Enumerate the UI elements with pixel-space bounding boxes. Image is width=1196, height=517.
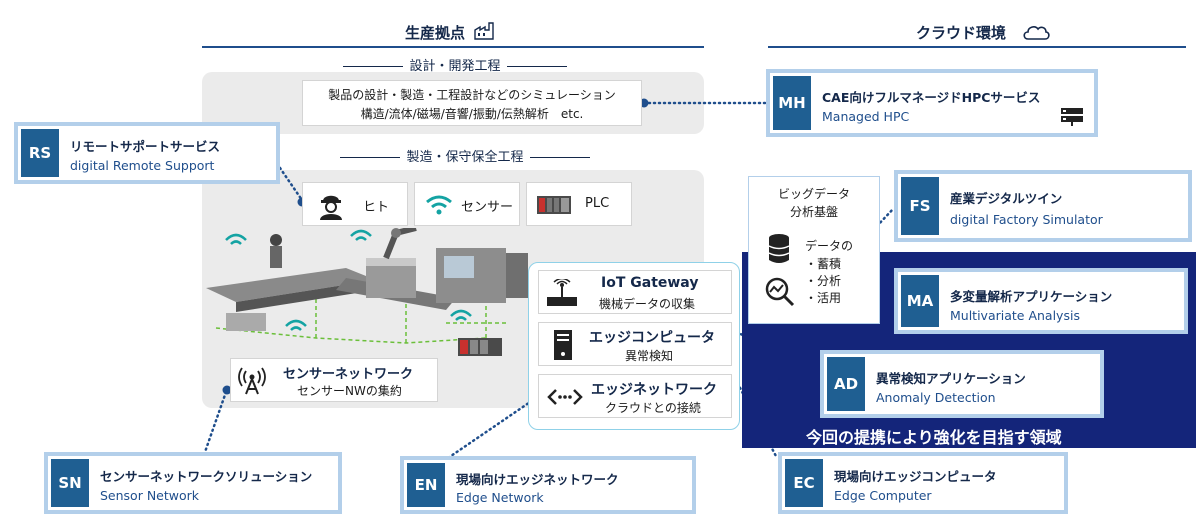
edge-network-title: エッジネットワーク (591, 382, 717, 398)
edge-computer-box: エッジコンピュータ 異常検知 (538, 322, 732, 366)
link-icon (547, 389, 583, 405)
mfg-title: 製造・保守保全工程 (300, 146, 630, 165)
iot-gateway-title: IoT Gateway (601, 275, 699, 291)
factory-illustration (206, 228, 528, 356)
plc-icon (537, 196, 571, 214)
service-sn-title: センサーネットワークソリューション (100, 469, 313, 484)
analytics-search-icon (765, 277, 795, 307)
cloud-title: クラウド環境 (916, 22, 1051, 43)
service-rs[interactable]: RS リモートサポートサービス digital Remote Support (14, 122, 280, 184)
service-fs-subtitle: digital Factory Simulator (950, 212, 1103, 227)
service-ma[interactable]: MA 多変量解析アプリケーション Multivariate Analysis (894, 268, 1188, 334)
chip-human-label: ヒト (363, 200, 390, 215)
wifi-icon (426, 195, 452, 215)
service-ma-subtitle: Multivariate Analysis (950, 308, 1080, 323)
router-icon (547, 279, 577, 306)
service-ec-title: 現場向けエッジコンピュータ (834, 469, 997, 484)
bigdata-item-2: ・分析 (805, 274, 842, 288)
antenna-icon (238, 367, 266, 395)
design-desc-2: 構造/流体/磁場/音響/振動/伝熱解析 etc. (360, 107, 584, 121)
chip-human: ヒト (302, 182, 408, 226)
service-fs-code: FS (901, 177, 939, 235)
service-mh-code: MH (773, 76, 811, 130)
service-ad-code: AD (827, 357, 865, 411)
service-en-subtitle: Edge Network (456, 490, 544, 505)
edge-computer-title: エッジコンピュータ (589, 330, 715, 346)
design-desc-box: 製品の設計・製造・工程設計などのシミュレーション 構造/流体/磁場/音響/振動/… (302, 80, 642, 126)
cloud-icon (1023, 26, 1050, 40)
service-rs-title: リモートサポートサービス (70, 139, 221, 154)
sensor-network-subtitle: センサーNWの集約 (297, 384, 402, 398)
worker-icon (320, 195, 342, 220)
service-ad[interactable]: AD 異常検知アプリケーション Anomaly Detection (820, 350, 1104, 418)
production-title: 生産拠点 (405, 22, 496, 43)
bigdata-item-0: データの (805, 239, 854, 253)
edge-network-subtitle: クラウドとの接続 (605, 401, 701, 415)
cloud-underline (768, 46, 1186, 48)
bigdata-title-2: 分析基盤 (789, 205, 838, 219)
bigdata-box: ビッグデータ 分析基盤 データの ・蓄積 ・分析 ・活用 (748, 176, 880, 324)
service-mh[interactable]: MH CAE向けフルマネージドHPCサービス Managed HPC (766, 69, 1098, 137)
service-sn-subtitle: Sensor Network (100, 488, 200, 503)
service-ec[interactable]: EC 現場向けエッジコンピュータ Edge Computer (778, 452, 1068, 514)
service-en-code: EN (407, 463, 445, 507)
design-title: 設計・開発工程 (300, 55, 610, 74)
service-fs[interactable]: FS 産業デジタルツイン digital Factory Simulator (894, 170, 1192, 242)
server-rack-icon (1061, 108, 1083, 126)
service-ad-subtitle: Anomaly Detection (876, 390, 996, 405)
service-ec-subtitle: Edge Computer (834, 488, 932, 503)
edge-network-box: エッジネットワーク クラウドとの接続 (538, 374, 732, 418)
service-ma-code: MA (901, 275, 939, 327)
sensor-network-box: センサーネットワーク センサーNWの集約 (230, 358, 438, 402)
iot-gateway-box: IoT Gateway 機械データの収集 (538, 270, 732, 314)
service-en[interactable]: EN 現場向けエッジネットワーク Edge Network (400, 456, 696, 514)
service-ma-title: 多変量解析アプリケーション (950, 289, 1113, 304)
chip-sensor-label: センサー (461, 200, 514, 215)
service-sn-code: SN (51, 459, 89, 507)
bigdata-item-3: ・活用 (805, 291, 842, 305)
chip-plc-label: PLC (585, 196, 610, 211)
sensor-network-title: センサーネットワーク (283, 367, 414, 382)
service-ec-code: EC (785, 459, 823, 507)
factory-icon (474, 22, 494, 40)
service-rs-code: RS (21, 129, 59, 177)
service-ad-title: 異常検知アプリケーション (876, 371, 1026, 386)
service-mh-title: CAE向けフルマネージドHPCサービス (822, 90, 1041, 105)
chip-sensor: センサー (414, 182, 520, 226)
database-icon (768, 234, 790, 263)
service-sn[interactable]: SN センサーネットワークソリューション Sensor Network (44, 452, 342, 514)
design-desc-1: 製品の設計・製造・工程設計などのシミュレーション (328, 88, 616, 102)
service-rs-subtitle: digital Remote Support (70, 158, 215, 173)
bigdata-title-1: ビッグデータ (777, 187, 850, 201)
server-icon (554, 330, 572, 360)
service-en-title: 現場向けエッジネットワーク (456, 472, 619, 487)
production-underline (202, 46, 704, 48)
service-fs-title: 産業デジタルツイン (950, 191, 1063, 206)
iot-gateway-subtitle: 機械データの収集 (599, 297, 696, 311)
edge-computer-subtitle: 異常検知 (625, 349, 674, 363)
service-mh-subtitle: Managed HPC (822, 109, 910, 124)
bigdata-item-1: ・蓄積 (805, 257, 842, 271)
highlight-text: 今回の提携により強化を目指す領域 (806, 428, 1062, 447)
chip-plc: PLC (526, 182, 632, 226)
